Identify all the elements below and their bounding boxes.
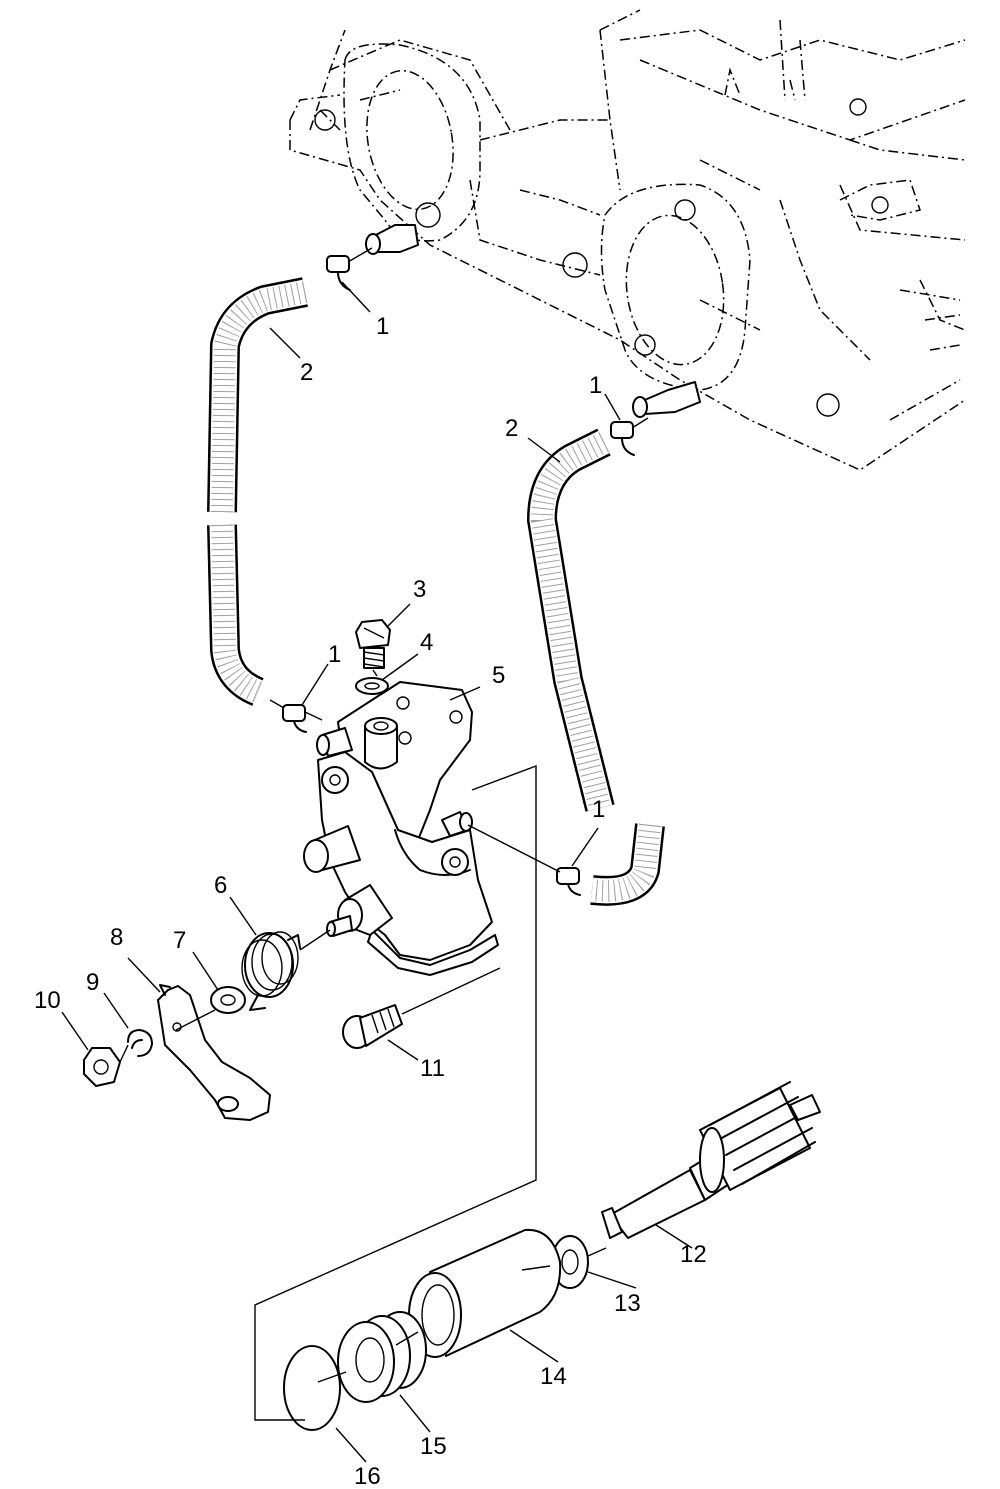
drive-gear-shaft	[601, 1081, 821, 1239]
hose-clamp-pump-inlet	[269, 699, 323, 733]
callout-6: 6	[214, 872, 227, 899]
hex-nut	[83, 1047, 121, 1087]
callout-1-upper-right: 1	[589, 372, 602, 399]
callout-11: 11	[420, 1055, 445, 1082]
oil-pump-assembly	[303, 681, 499, 976]
callout-12: 12	[680, 1241, 707, 1268]
hose-right	[527, 428, 665, 906]
callout-16: 16	[354, 1463, 381, 1489]
mounting-bolt	[342, 967, 501, 1049]
torsion-spring	[241, 929, 331, 1011]
callout-2-left-hose: 2	[300, 359, 313, 386]
callout-10: 10	[34, 987, 61, 1014]
callout-1-upper-left: 1	[376, 313, 389, 340]
assembly-axis-nut	[119, 1044, 129, 1063]
oil-seal	[337, 1311, 427, 1403]
callout-2-right-hose: 2	[505, 415, 518, 442]
engine-block-outline	[289, 9, 966, 471]
callout-8: 8	[110, 924, 123, 951]
hose-clamp-upper-right	[610, 417, 649, 456]
callout-4: 4	[420, 629, 433, 656]
exploded-view-bracket	[254, 764, 561, 1421]
shaft-bushing	[408, 1228, 562, 1358]
spring-lock-washer	[127, 1029, 153, 1057]
callout-labels: 1 2 1 2 3 1 4 5 1 6 7 8 9 10 11 12 13 14…	[34, 313, 707, 1489]
banjo-bolt	[355, 619, 391, 669]
callout-1-pump-outlet: 1	[592, 796, 605, 823]
callout-1-pump-inlet: 1	[328, 641, 341, 668]
hose-clamp-pump-outlet	[556, 867, 581, 896]
callout-7: 7	[173, 927, 186, 954]
thrust-washer	[551, 1235, 607, 1289]
callout-14: 14	[540, 1363, 567, 1390]
hose-left	[207, 277, 308, 706]
circlip	[283, 1345, 347, 1431]
pump-lever	[157, 984, 271, 1121]
callout-15: 15	[420, 1433, 447, 1460]
hose-clamp-upper-left	[326, 247, 373, 291]
plain-washer	[210, 986, 246, 1014]
sealing-washer	[355, 669, 389, 695]
callout-5: 5	[492, 662, 505, 689]
leader-lines	[61, 281, 693, 1463]
callout-3: 3	[413, 576, 426, 603]
callout-9: 9	[86, 969, 99, 996]
callout-13: 13	[614, 1290, 641, 1317]
